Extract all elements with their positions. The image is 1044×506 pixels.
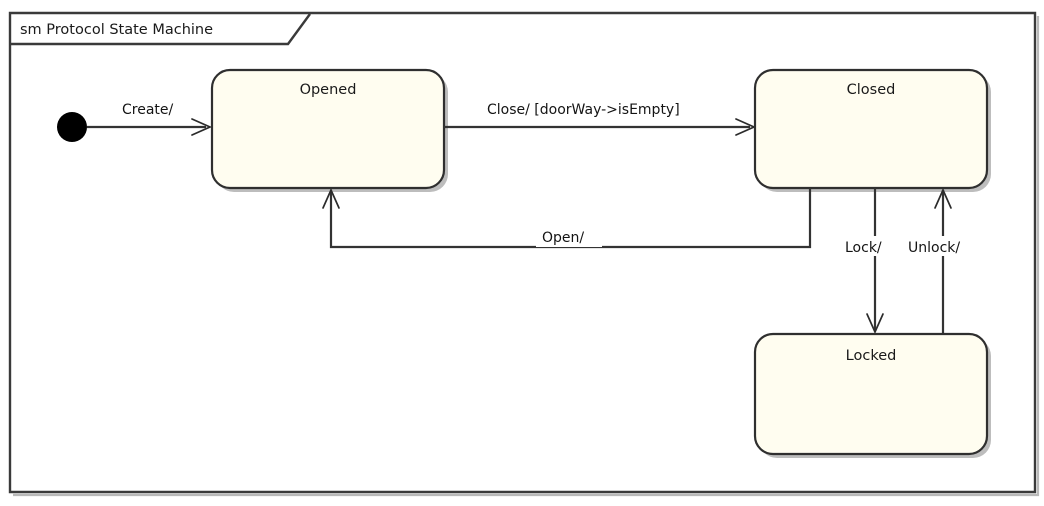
transition-create[interactable]: Create/ [87,102,213,136]
state-locked-box [753,332,989,456]
transition-unlock[interactable]: Unlock/ [908,187,960,334]
transition-open-arrowhead [322,187,340,209]
diagram-frame: sm Protocol State Machine [8,11,1040,497]
state-opened-label: Opened [300,82,357,98]
transition-unlock-label: Unlock/ [908,240,960,256]
state-closed-label: Closed [847,82,896,98]
state-closed-box [753,68,989,190]
transition-lock[interactable]: Lock/ [845,188,884,335]
initial-pseudostate[interactable] [57,112,87,142]
transition-close[interactable]: Close/ [doorWay->isEmpty] [444,102,757,136]
frame-outline [8,11,1037,494]
transition-create-arrowhead [191,118,213,136]
frame-drop-shadow [13,16,1040,497]
transition-close-label: Close/ [doorWay->isEmpty] [487,102,680,118]
initial-node-circle [57,112,87,142]
state-closed[interactable]: Closed [753,68,991,192]
transition-create-label: Create/ [122,102,174,118]
transition-open-label: Open/ [542,230,584,246]
state-opened-box [210,68,446,190]
state-locked[interactable]: Locked [753,332,991,458]
transition-open[interactable]: Open/ [322,187,812,249]
transition-lock-label: Lock/ [845,240,882,256]
transition-open-label-backdrop [536,227,602,247]
state-opened[interactable]: Opened [210,68,448,192]
state-locked-label: Locked [846,348,897,364]
diagram-title: sm Protocol State Machine [20,22,213,38]
transition-unlock-arrowhead [934,187,952,209]
frame-title-tab [10,13,311,46]
transition-lock-arrowhead [866,313,884,335]
